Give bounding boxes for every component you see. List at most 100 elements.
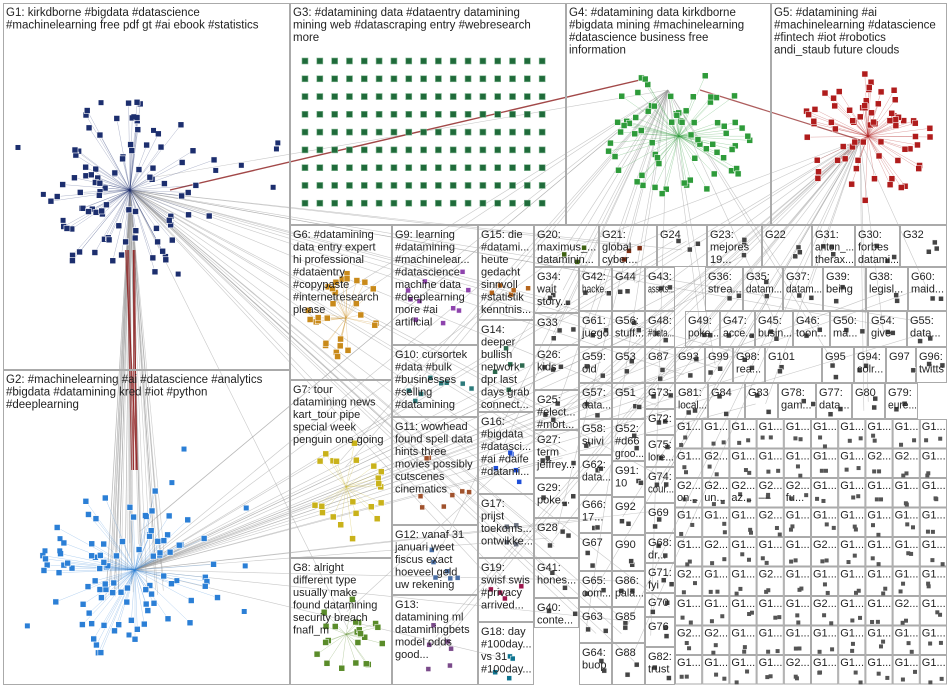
- graph-node: [876, 562, 881, 567]
- graph-node: [822, 444, 827, 449]
- graph-node: [513, 522, 520, 529]
- graph-node: [324, 314, 331, 322]
- graph-node: [352, 618, 360, 626]
- small-group-box: [838, 655, 866, 685]
- graph-node: [659, 367, 666, 373]
- small-group-label: G1...: [922, 539, 946, 551]
- group-label-g35-line: G35:: [746, 271, 770, 283]
- graph-node: [935, 610, 940, 615]
- graph-edge: [88, 514, 136, 571]
- graph-edge: [502, 89, 669, 447]
- graph-node: [68, 564, 76, 572]
- graph-node: [926, 361, 932, 367]
- graph-node: [492, 368, 498, 375]
- graph-edge: [106, 189, 131, 205]
- small-group-box: [838, 448, 866, 478]
- small-group-label: G2...: [704, 539, 728, 551]
- small-group-label: G2...: [704, 628, 728, 640]
- graph-node: [494, 57, 502, 65]
- graph-node: [123, 598, 131, 606]
- graph-node: [644, 81, 651, 88]
- graph-edge: [134, 270, 498, 571]
- graph-node: [542, 411, 549, 418]
- small-group-label: G1...: [759, 451, 783, 463]
- graph-node: [743, 468, 748, 473]
- group-box-g69: [645, 503, 675, 533]
- graph-node: [726, 295, 733, 302]
- small-group-sublabel: ‒‒: [759, 492, 772, 504]
- graph-edge: [129, 189, 927, 323]
- graph-node: [854, 157, 862, 164]
- graph-node: [449, 57, 457, 65]
- graph-node: [346, 75, 353, 83]
- graph-node: [894, 157, 902, 164]
- graph-edge: [655, 136, 679, 155]
- graph-edge: [678, 136, 691, 181]
- graph-node: [360, 93, 368, 100]
- graph-node: [633, 445, 640, 451]
- small-group-label: G1...: [677, 598, 701, 610]
- graph-edge: [340, 486, 347, 525]
- group-box-g8: [290, 558, 392, 685]
- graph-node: [886, 117, 894, 124]
- group-label-g5-line: G5: #datamining #ai: [774, 7, 877, 19]
- graph-edge: [134, 457, 563, 571]
- graph-node: [710, 561, 715, 566]
- graph-node: [113, 115, 121, 122]
- graph-node: [417, 493, 424, 499]
- graph-edge: [134, 540, 164, 571]
- graph-node: [570, 326, 577, 333]
- graph-node: [83, 107, 91, 114]
- small-group-label: G1...: [840, 569, 864, 581]
- graph-node: [488, 586, 494, 593]
- graph-node: [159, 247, 166, 255]
- graph-edge: [129, 189, 154, 258]
- graph-node: [709, 141, 716, 148]
- group-label-g45-line: busin...: [758, 328, 792, 340]
- graph-node: [131, 635, 139, 643]
- graph-edge: [134, 569, 192, 601]
- graph-edge: [635, 117, 679, 137]
- graph-node: [556, 327, 563, 334]
- small-group-box: [811, 566, 839, 596]
- graph-edge: [129, 189, 625, 622]
- graph-node: [900, 117, 907, 124]
- graph-node: [538, 57, 546, 65]
- graph-node: [888, 110, 895, 117]
- group-box-g71: [645, 563, 675, 593]
- graph-node: [819, 468, 824, 473]
- graph-edge: [325, 626, 347, 635]
- small-group-box: [729, 566, 757, 596]
- graph-node: [714, 672, 719, 677]
- graph-node: [547, 542, 553, 549]
- graph-node: [161, 180, 168, 187]
- graph-node: [334, 353, 341, 360]
- group-label-g28-line: G28: [537, 522, 558, 534]
- group-label-g97-line: G97: [889, 351, 910, 363]
- graph-edge: [133, 517, 136, 571]
- small-group-sublabel: fu...: [786, 492, 804, 504]
- small-group-label: G2...: [786, 657, 810, 669]
- small-group-box: [702, 596, 730, 626]
- group-label-g38-line: legisl...: [869, 284, 903, 296]
- graph-node: [316, 146, 324, 154]
- group-box-g22: [762, 225, 812, 267]
- group-label-g64-line: G64:: [582, 647, 606, 659]
- graph-node: [90, 635, 97, 643]
- group-label-g14-line: deeper: [481, 337, 516, 349]
- graph-node: [361, 278, 369, 286]
- group-box-g53: [612, 347, 645, 383]
- group-label-g47-line: G47:: [723, 315, 747, 327]
- graph-edge: [129, 189, 164, 582]
- graph-node: [509, 655, 516, 662]
- graph-node: [105, 236, 113, 244]
- graph-node: [510, 287, 517, 294]
- graph-edge: [867, 136, 899, 161]
- group-label-g59-line: G59:: [582, 351, 606, 363]
- graph-edge: [50, 189, 131, 202]
- graph-edge: [637, 92, 679, 137]
- graph-node: [811, 106, 819, 113]
- graph-node: [651, 184, 659, 191]
- graph-node: [890, 87, 898, 94]
- graph-node: [91, 577, 99, 585]
